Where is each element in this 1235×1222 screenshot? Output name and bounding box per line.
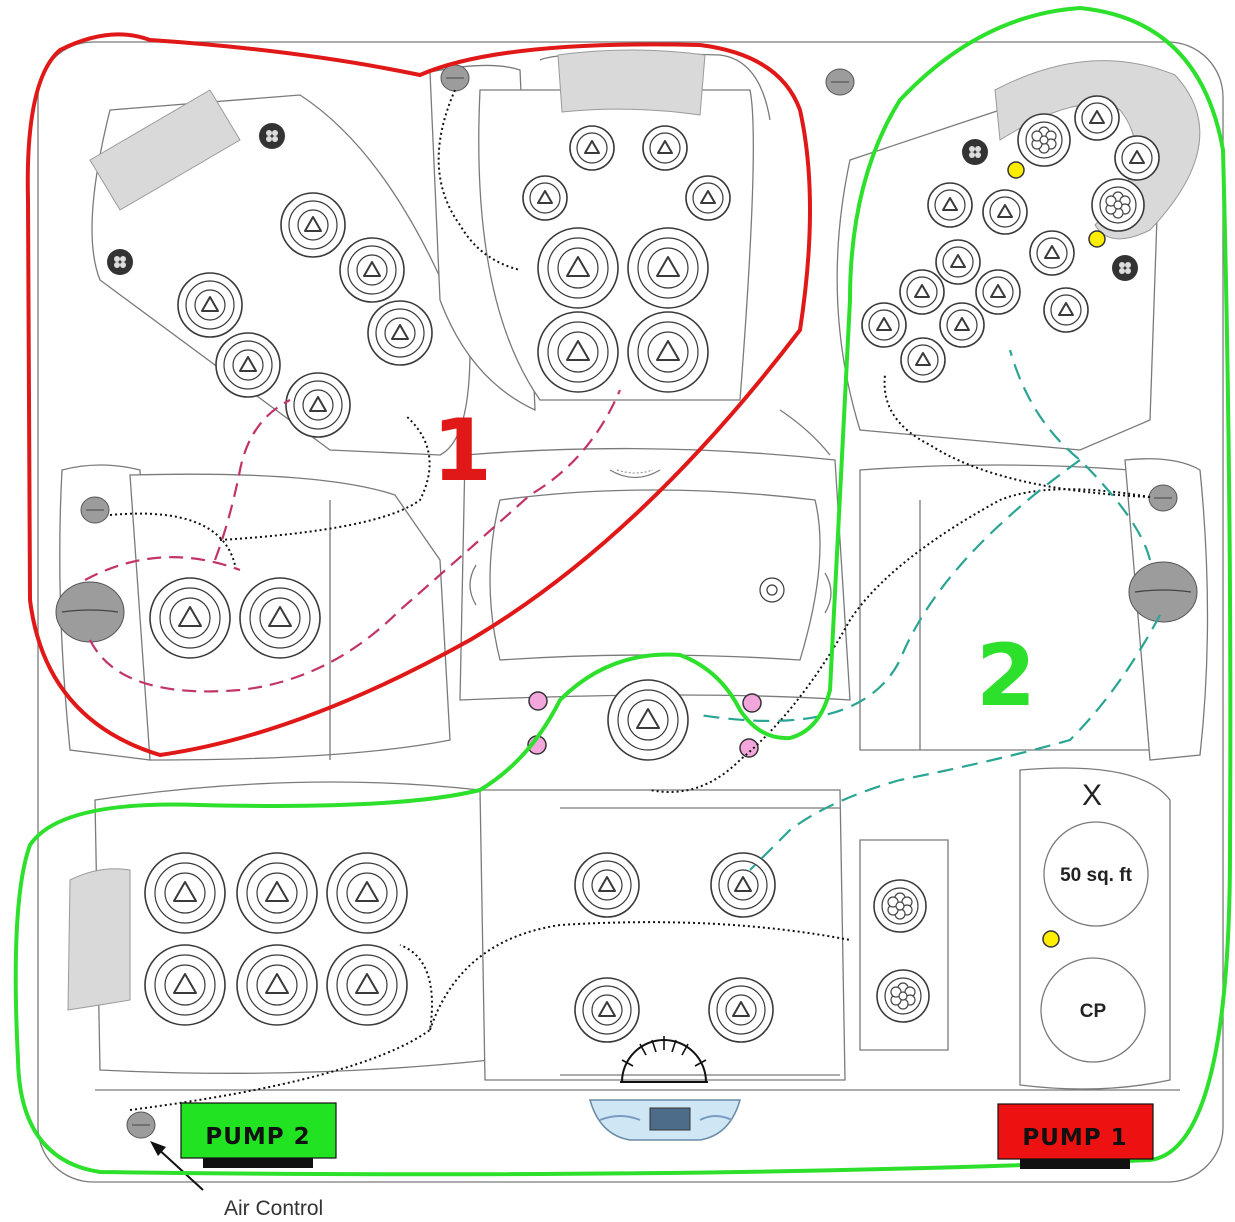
jet-top-right-9 — [1044, 288, 1088, 332]
pump-2-label: PUMP 2 — [205, 1124, 310, 1150]
air-control-label: Air Control — [224, 1197, 323, 1220]
jet-flower-4 — [877, 970, 929, 1022]
indicator-dot — [1043, 931, 1059, 947]
air-knob-icon — [962, 139, 988, 165]
filter-size-label: 50 sq. ft — [1060, 865, 1132, 886]
jet-bottom-8 — [711, 853, 775, 917]
jet-bottom-5 — [237, 945, 317, 1025]
jet-top-right-6 — [1030, 231, 1074, 275]
jet-top-right-7 — [900, 270, 944, 314]
air-knob-icon — [259, 123, 285, 149]
jet-top-left-6 — [286, 373, 350, 437]
indicator-dot — [740, 739, 758, 757]
jet-top-left-2 — [340, 238, 404, 302]
air-knob-icon — [1112, 255, 1138, 281]
jet-top-center-1 — [570, 126, 614, 170]
jet-top-left-4 — [368, 301, 432, 365]
jet-top-center-6 — [628, 228, 708, 308]
jet-top-center-5 — [538, 228, 618, 308]
jet-bottom-9 — [575, 978, 639, 1042]
jet-top-left-1 — [281, 193, 345, 257]
indicator-dot — [529, 692, 547, 710]
diverter-knob-icon — [1149, 485, 1177, 511]
air-knob-icon — [107, 249, 133, 275]
jet-left-middle-2 — [240, 578, 320, 658]
jet-bottom-1 — [145, 853, 225, 933]
jet-top-right-2 — [1115, 136, 1159, 180]
pump-1-label: PUMP 1 — [1022, 1125, 1127, 1151]
indicator-dot — [1008, 162, 1024, 178]
pump-1: PUMP 1 — [998, 1104, 1153, 1169]
jet-top-left-3 — [178, 273, 242, 337]
diverter-valve-icon — [56, 582, 124, 642]
air-control-knob-icon — [127, 1112, 155, 1138]
jet-top-right-5 — [936, 240, 980, 284]
jet-bottom-7 — [575, 853, 639, 917]
indicator-dot — [743, 694, 761, 712]
jet-bottom-10 — [709, 978, 773, 1042]
jet-left-middle-1 — [150, 578, 230, 658]
jet-top-right-8 — [976, 270, 1020, 314]
jet-bottom-4 — [145, 945, 225, 1025]
jet-top-center-3 — [523, 176, 567, 220]
jet-top-left-5 — [216, 333, 280, 397]
diverter-valve-icon — [1129, 562, 1197, 622]
jet-bottom-2 — [237, 853, 317, 933]
jet-top-center-2 — [643, 126, 687, 170]
jet-top-right-10 — [862, 303, 906, 347]
jet-top-right-11 — [940, 303, 984, 347]
pump-2: PUMP 2 — [181, 1103, 336, 1168]
jet-flower-3 — [874, 880, 926, 932]
marker-x: X — [1082, 779, 1102, 812]
indicator-dot — [1089, 231, 1105, 247]
jet-top-right-4 — [983, 190, 1027, 234]
jet-top-center-8 — [628, 312, 708, 392]
diverter-knob-icon — [441, 65, 469, 91]
jet-top-right-1 — [1075, 96, 1119, 140]
jet-top-right-3 — [928, 183, 972, 227]
jet-top-center-4 — [686, 176, 730, 220]
control-panel-label: CP — [1080, 1001, 1107, 1022]
jet-flower-2 — [1092, 179, 1144, 231]
jet-bottom-3 — [327, 853, 407, 933]
diverter-knob-icon — [826, 69, 854, 95]
zone-2-number: 2 — [976, 626, 1036, 726]
diverter-knob-icon — [81, 497, 109, 523]
jet-flower-1 — [1018, 114, 1070, 166]
zone-1-number: 1 — [432, 401, 492, 501]
jet-center-footwell — [608, 680, 688, 760]
jet-bottom-6 — [327, 945, 407, 1025]
jet-top-right-12 — [901, 338, 945, 382]
jet-top-center-7 — [538, 312, 618, 392]
